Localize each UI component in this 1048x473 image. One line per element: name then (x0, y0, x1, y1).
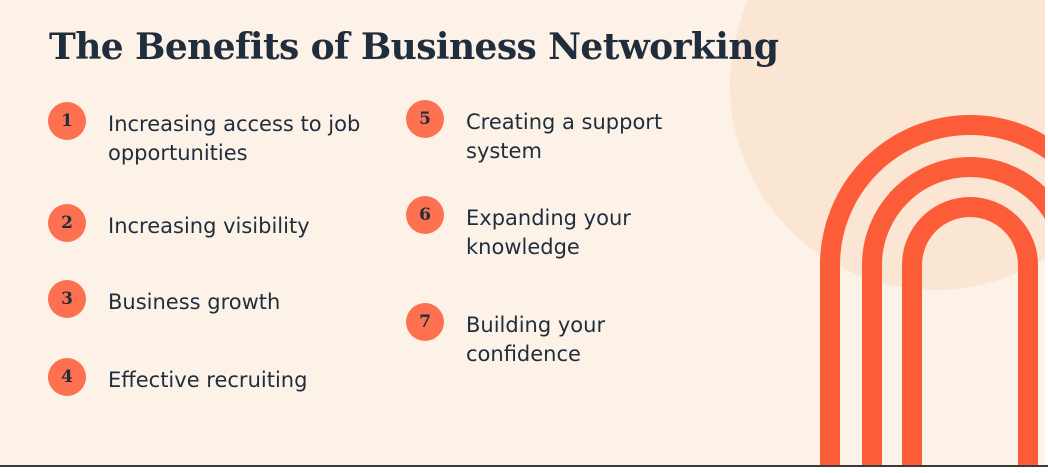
number-badge: 4 (48, 358, 86, 396)
benefit-label: Increasing access to job opportunities (108, 112, 361, 165)
number-badge: 5 (406, 100, 444, 138)
page-title: The Benefits of Business Networking (49, 26, 779, 68)
benefit-label: Effective recruiting (108, 368, 308, 392)
bottom-divider (0, 465, 1048, 467)
benefit-label: Increasing visibility (108, 214, 310, 238)
benefit-label: Creating a support system (466, 110, 663, 163)
arch-middle (862, 157, 1045, 465)
arch-outer (820, 115, 1045, 465)
number-badge: 7 (406, 303, 444, 341)
number-badge: 3 (48, 280, 86, 318)
number-badge: 2 (48, 204, 86, 242)
arch-inner (902, 197, 1038, 465)
benefit-label: Building your confidence (466, 313, 606, 366)
number-badge: 6 (406, 196, 444, 234)
number-badge: 1 (48, 102, 86, 140)
benefit-label: Expanding your knowledge (466, 206, 631, 259)
benefit-label: Business growth (108, 290, 281, 314)
